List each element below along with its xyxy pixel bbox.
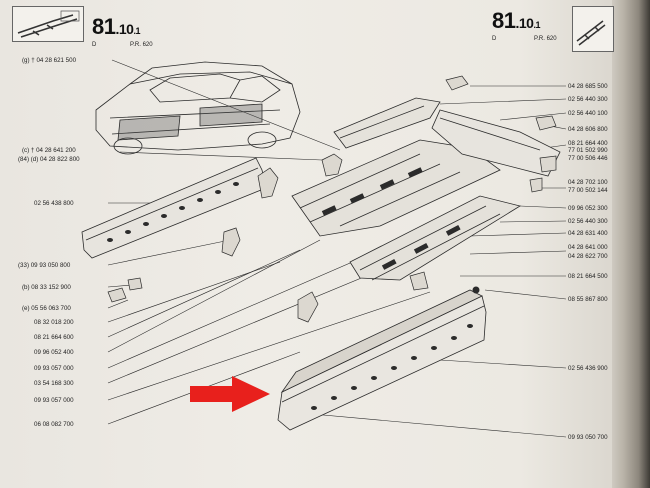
header-left-code: 81.10.1 xyxy=(92,14,140,40)
labels-right-group: 04 28 685 500 02 56 440 300 02 56 440 10… xyxy=(568,83,608,441)
part-label-right-7: 04 28 702 100 xyxy=(568,179,608,186)
part-label-left-0: (g) † 04 28 621 500 xyxy=(22,57,77,64)
header-left-big: 81 xyxy=(92,14,116,39)
left-sill-holes xyxy=(107,182,239,242)
part-label-right-16: 02 56 436 900 xyxy=(568,365,608,372)
bottom-sill-rail xyxy=(277,289,487,431)
bottom-sill-holes xyxy=(311,324,473,410)
part-label-left-11: 03 54 168 300 xyxy=(34,380,74,387)
part-label-left-3: 02 56 438 800 xyxy=(34,200,74,207)
floor-frame-cutouts xyxy=(321,167,461,270)
part-label-right-2: 02 56 440 100 xyxy=(568,110,608,117)
part-label-right-6: 77 00 506 446 xyxy=(568,155,608,162)
part-label-right-4: 08 21 664 400 xyxy=(568,140,608,147)
part-label-left-7: 08 32 018 200 xyxy=(34,319,74,326)
part-label-left-10: 09 93 057 000 xyxy=(34,365,74,372)
car-body-outline xyxy=(95,61,301,155)
part-label-left-8: 08 21 664 600 xyxy=(34,334,74,341)
part-label-right-3: 04 28 606 800 xyxy=(568,126,608,133)
part-label-right-1: 02 56 440 300 xyxy=(568,96,608,103)
leader-lines xyxy=(107,59,567,438)
header-right-d: D xyxy=(492,36,497,42)
header-right-small: .10 xyxy=(515,15,534,31)
part-label-right-9: 09 96 052 300 xyxy=(568,205,608,212)
part-label-left-12: 09 93 057 000 xyxy=(34,397,74,404)
part-label-right-14: 08 21 664 500 xyxy=(568,273,608,280)
part-label-left-6: (e) 05 56 063 700 xyxy=(22,305,71,312)
part-label-right-5: 77 01 502 990 xyxy=(568,147,608,154)
small-parts xyxy=(107,75,557,323)
labels-left-group: (g) † 04 28 621 500 (c) † 04 28 641 200 … xyxy=(18,57,80,428)
part-label-right-0: 04 28 685 500 xyxy=(568,83,608,90)
top-panel xyxy=(333,97,441,149)
part-label-right-11: 04 28 631 400 xyxy=(568,230,608,237)
floor-frame xyxy=(291,139,522,281)
thumbnail-left xyxy=(12,6,84,42)
part-label-right-8: 77 00 502 144 xyxy=(568,187,608,194)
part-label-right-10: 02 56 440 300 xyxy=(568,218,608,225)
header-right-big: 81 xyxy=(492,8,516,33)
upper-right-rail xyxy=(431,109,561,177)
part-label-left-13: 06 08 082 700 xyxy=(34,421,74,428)
header-right-pr: P.R. 620 xyxy=(534,36,557,42)
book-spine xyxy=(612,0,650,488)
thumbnail-left-drawing xyxy=(17,10,80,38)
bolt-part xyxy=(472,286,480,294)
part-label-right-15: 08 55 867 800 xyxy=(568,296,608,303)
thumbnail-right-drawing xyxy=(576,20,606,46)
header-left-pr: P.R. 620 xyxy=(130,42,153,48)
part-label-left-9: 09 96 052 400 xyxy=(34,349,74,356)
header-left-suffix: .1 xyxy=(133,26,140,36)
thumbnail-right xyxy=(572,6,614,52)
part-label-left-2: (84) (d) 04 28 822 800 xyxy=(18,156,80,163)
red-arrow xyxy=(190,376,270,412)
header-left-small: .10 xyxy=(115,21,134,37)
part-label-right-13: 04 28 622 700 xyxy=(568,253,608,260)
part-label-left-4: (33) 09 93 050 800 xyxy=(18,262,71,269)
part-label-right-17: 09 93 050 700 xyxy=(568,434,608,441)
header-right-suffix: .1 xyxy=(533,20,540,30)
part-label-right-12: 04 28 641 000 xyxy=(568,244,608,251)
header-left-d: D xyxy=(92,42,97,48)
part-label-left-1: (c) † 04 28 641 200 xyxy=(22,147,76,154)
header-right-code: 81.10.1 xyxy=(492,8,540,34)
part-label-left-5: (b) 08 33 152 900 xyxy=(22,284,71,291)
